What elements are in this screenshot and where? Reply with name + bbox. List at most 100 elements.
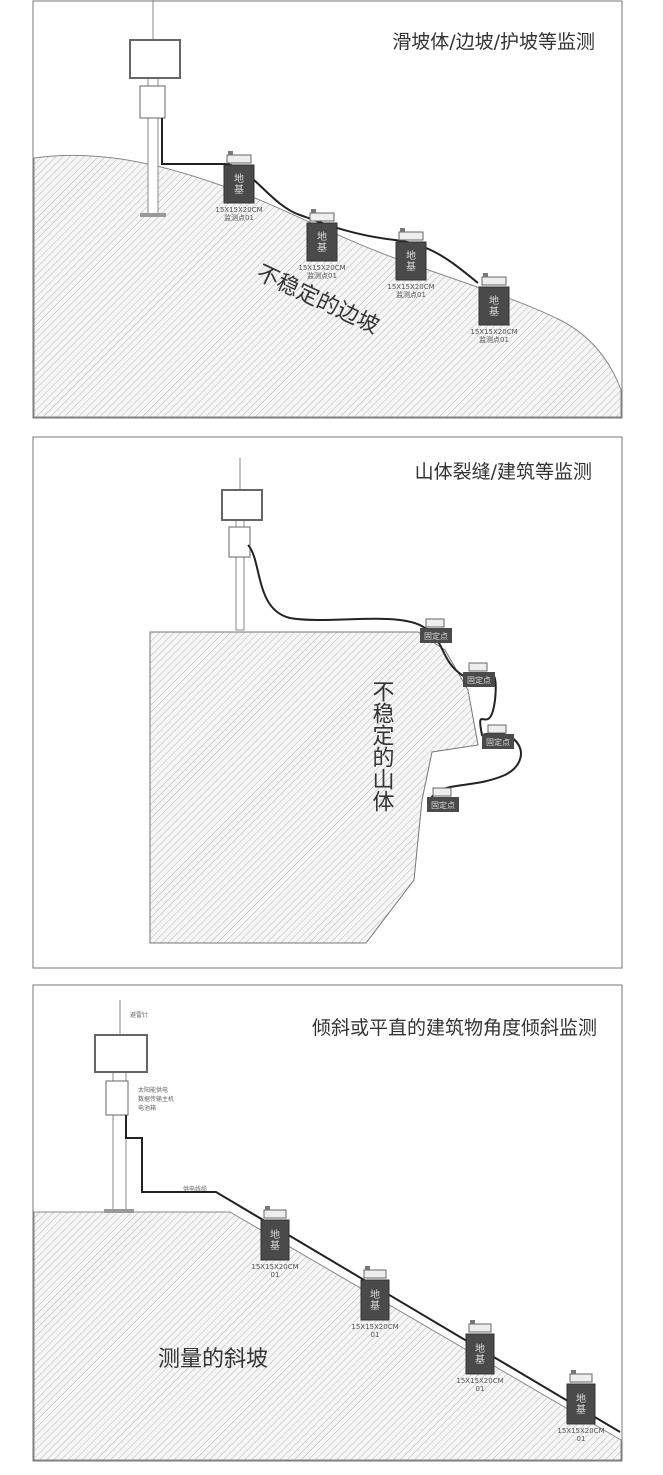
antenna-icon [265, 1206, 270, 1210]
fixed-point-label: 固定点 [424, 631, 448, 641]
sensor-device [569, 1373, 593, 1383]
sensor-device [468, 1323, 492, 1333]
base-label: 基 [234, 183, 244, 196]
host-box [228, 526, 251, 558]
sensor-device [226, 154, 252, 164]
base-label: 地 [576, 1392, 586, 1405]
sensor-device [363, 1269, 387, 1279]
host-box-label-3: 电池箱 [138, 1104, 156, 1112]
base-label: 基 [576, 1403, 586, 1416]
panel-title: 滑坡体/边坡/护坡等监测 [392, 31, 595, 53]
host-box [139, 85, 166, 119]
fixed-point-label: 固定点 [431, 800, 455, 810]
base-label: 基 [489, 305, 499, 318]
sensor-id: 01 [271, 1271, 280, 1279]
panel-tilt-monitoring: 倾斜或平直的建筑物角度倾斜监测 测量的斜坡 避雷针 太阳能供电 数据传输主机 电… [32, 984, 623, 1462]
base-label: 基 [317, 241, 327, 254]
base-label: 基 [406, 260, 416, 273]
fixed-point-base [420, 628, 452, 643]
sensor-device [468, 662, 488, 672]
host-box-label-2: 数据传输主机 [138, 1095, 174, 1103]
sensor-size: 15X15X20CM [557, 1427, 604, 1435]
sensor-device [309, 212, 335, 222]
antenna-icon [571, 1370, 576, 1374]
sensor-size: 15X15X20CM [470, 328, 517, 336]
base-label: 地 [234, 172, 244, 185]
sensor-device [432, 787, 452, 797]
sensor-id: 监测点01 [224, 213, 254, 222]
sensor-id: 01 [577, 1435, 586, 1443]
sensor-size: 15X15X20CM [215, 206, 262, 214]
fixed-point-label: 固定点 [486, 737, 510, 747]
solar-panel [94, 1034, 148, 1073]
sensor-size: 15X15X20CM [351, 1323, 398, 1331]
ground-label: 不稳定的山体 [369, 680, 395, 812]
unstable-mountain [149, 631, 479, 944]
sensor-device [487, 724, 507, 734]
panel-title: 倾斜或平直的建筑物角度倾斜监测 [312, 1017, 597, 1039]
antenna-icon [483, 273, 488, 277]
antenna-icon [400, 228, 405, 232]
fixed-point-base [427, 797, 459, 812]
sensor-base [465, 1333, 495, 1375]
fixed-point-label: 固定点 [467, 675, 491, 685]
base-label: 地 [489, 294, 499, 307]
antenna-icon [365, 1266, 370, 1270]
base-label: 基 [270, 1239, 280, 1252]
sensor-size: 15X15X20CM [251, 1263, 298, 1271]
sensor-device [481, 276, 507, 286]
sensor-device [263, 1209, 287, 1219]
sensor-id: 监测点01 [396, 290, 426, 299]
sensor-id: 监测点01 [307, 271, 337, 280]
sensor-id: 01 [371, 1331, 380, 1339]
monitoring-station: 避雷针 太阳能供电 数据传输主机 电池箱 供电线缆 [94, 1000, 207, 1213]
sensor-base [306, 222, 338, 262]
ground-label: 测量的斜坡 [158, 1347, 268, 1372]
antenna-icon [470, 1320, 475, 1324]
base-label: 地 [406, 249, 416, 262]
sensor-base [360, 1279, 390, 1321]
fixed-point: 固定点 [463, 662, 495, 687]
fixed-point: 固定点 [427, 787, 459, 812]
fixed-point: 固定点 [420, 618, 452, 643]
sensor-id: 01 [476, 1385, 485, 1393]
antenna-icon [311, 209, 316, 213]
pole-base [140, 213, 166, 217]
fixed-point: 固定点 [482, 724, 514, 749]
sensor-device [425, 618, 445, 628]
sensor-base [395, 241, 427, 281]
fixed-point-base [482, 734, 514, 749]
panel-landslide-monitoring: 滑坡体/边坡/护坡等监测 不稳定的边坡 地基15X15X20CM监测点01地基1… [32, 0, 623, 419]
monitoring-station [129, 0, 181, 217]
monitoring-station [221, 458, 263, 631]
host-box-label-1: 太阳能供电 [138, 1086, 168, 1094]
host-box [105, 1080, 129, 1116]
solar-panel [221, 489, 263, 521]
sensor-size: 15X15X20CM [298, 264, 345, 272]
base-label: 地 [475, 1342, 485, 1355]
solar-panel [129, 39, 181, 79]
measured-slope [33, 1211, 622, 1461]
sensor-base [223, 164, 255, 204]
cable-label: 供电线缆 [183, 1185, 207, 1193]
sensor-size: 15X15X20CM [456, 1377, 503, 1385]
fixed-point-base [463, 672, 495, 687]
sensor-base [478, 286, 510, 326]
base-label: 地 [317, 230, 327, 243]
sensor-base [566, 1383, 596, 1425]
base-label: 地 [370, 1288, 380, 1301]
pole-base [104, 1209, 134, 1213]
base-label: 基 [370, 1299, 380, 1312]
base-label: 基 [475, 1353, 485, 1366]
sensor-size: 15X15X20CM [387, 283, 434, 291]
panel-title: 山体裂缝/建筑等监测 [415, 461, 592, 483]
sensor-device [398, 231, 424, 241]
